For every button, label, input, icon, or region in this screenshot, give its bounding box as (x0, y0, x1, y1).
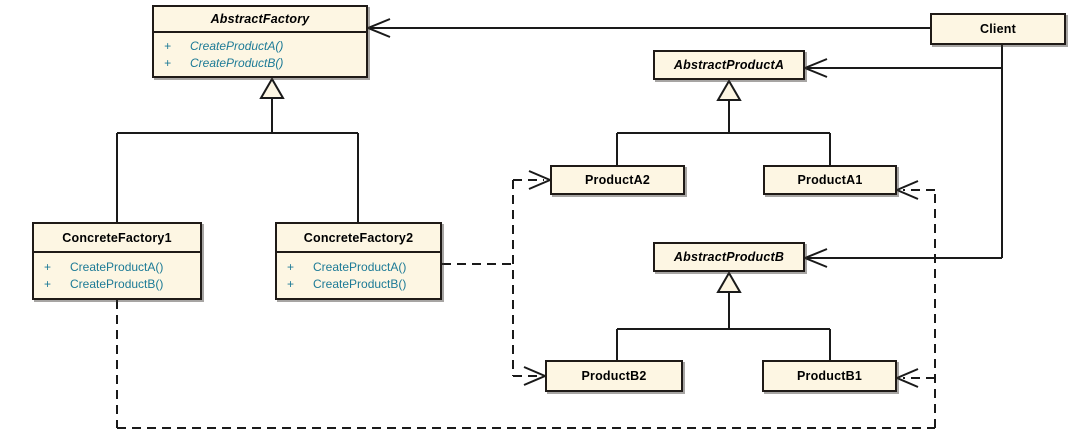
generalization-products-b (616, 271, 831, 360)
class-abstractfactory[interactable]: AbstractFactory + CreateProductA() + Cre… (152, 5, 368, 78)
generalization-products-a (616, 79, 831, 165)
method-row: + CreateProductA() (44, 259, 164, 274)
class-producta2[interactable]: ProductA2 (550, 165, 685, 195)
generalization-factories (116, 77, 359, 222)
method-row: + CreateProductB() (164, 55, 284, 70)
class-title: ConcreteFactory1 (34, 224, 200, 253)
class-abstractproducta[interactable]: AbstractProductA (653, 50, 805, 80)
method-row: + CreateProductA() (164, 38, 284, 53)
class-title: AbstractProductA (673, 58, 785, 72)
class-title: ProductB1 (796, 369, 862, 383)
class-title: Client (980, 22, 1016, 36)
class-title: ConcreteFactory2 (277, 224, 440, 253)
class-title: ProductA2 (584, 173, 650, 187)
method-row: + CreateProductB() (287, 276, 407, 291)
association-client-abstractproductb (802, 248, 1002, 268)
method-row: + CreateProductB() (44, 276, 164, 291)
class-productb2[interactable]: ProductB2 (545, 360, 683, 392)
class-methods: + CreateProductA() + CreateProductB() (277, 253, 440, 298)
class-title: AbstractProductB (673, 250, 785, 264)
class-methods: + CreateProductA() + CreateProductB() (154, 33, 366, 76)
dependency-concretefactory2 (442, 170, 553, 386)
class-title: ProductB2 (581, 369, 647, 383)
class-title: AbstractFactory (154, 7, 366, 33)
class-abstractproductb[interactable]: AbstractProductB (653, 242, 805, 272)
class-producta1[interactable]: ProductA1 (763, 165, 897, 195)
class-concretefactory1[interactable]: ConcreteFactory1 + CreateProductA() + Cr… (32, 222, 202, 300)
class-client[interactable]: Client (930, 13, 1066, 45)
class-productb1[interactable]: ProductB1 (762, 360, 897, 392)
association-client-abstractproducta (802, 58, 1002, 78)
class-methods: + CreateProductA() + CreateProductB() (34, 253, 200, 298)
method-row: + CreateProductA() (287, 259, 407, 274)
class-concretefactory2[interactable]: ConcreteFactory2 + CreateProductA() + Cr… (275, 222, 442, 300)
association-client-abstractfactory (365, 18, 930, 38)
dependency-concretefactory1 (116, 180, 936, 429)
class-title: ProductA1 (797, 173, 863, 187)
